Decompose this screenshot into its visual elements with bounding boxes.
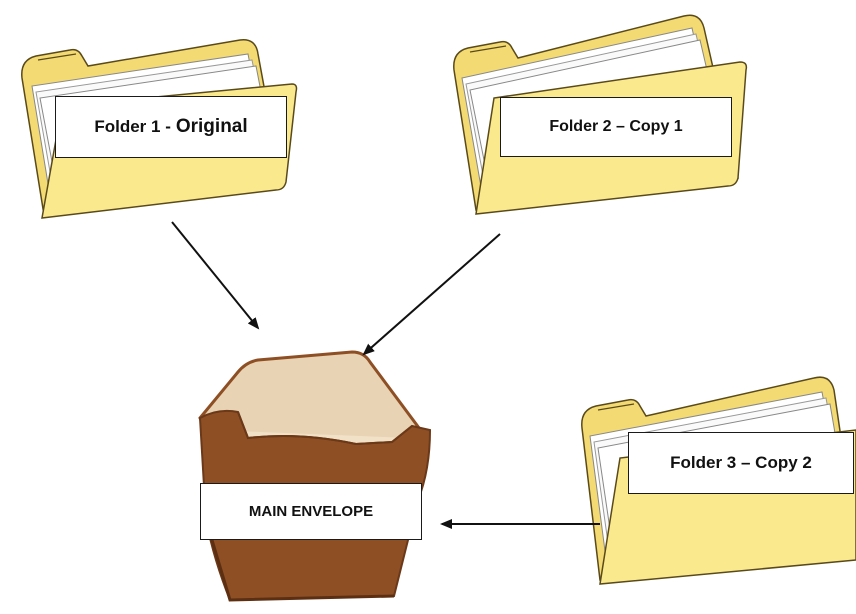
folder-1-label-prefix: Folder 1 -	[94, 117, 171, 136]
folder-3-label: Folder 3 – Copy 2	[628, 432, 854, 494]
envelope-icon	[198, 350, 432, 602]
envelope-label: MAIN ENVELOPE	[200, 483, 422, 540]
folder-1-label: Folder 1 - Original	[55, 96, 287, 158]
folder-2-label: Folder 2 – Copy 1	[500, 97, 732, 157]
folder-3-label-text: Folder 3 – Copy 2	[670, 453, 812, 472]
folder-1-label-original: Original	[175, 116, 248, 137]
arrow-folder-2-to-envelope	[362, 233, 501, 356]
folder-2-label-text: Folder 2 – Copy 1	[549, 118, 683, 135]
arrow-folder-1-to-envelope	[171, 221, 260, 330]
envelope-label-text: MAIN ENVELOPE	[248, 503, 374, 520]
